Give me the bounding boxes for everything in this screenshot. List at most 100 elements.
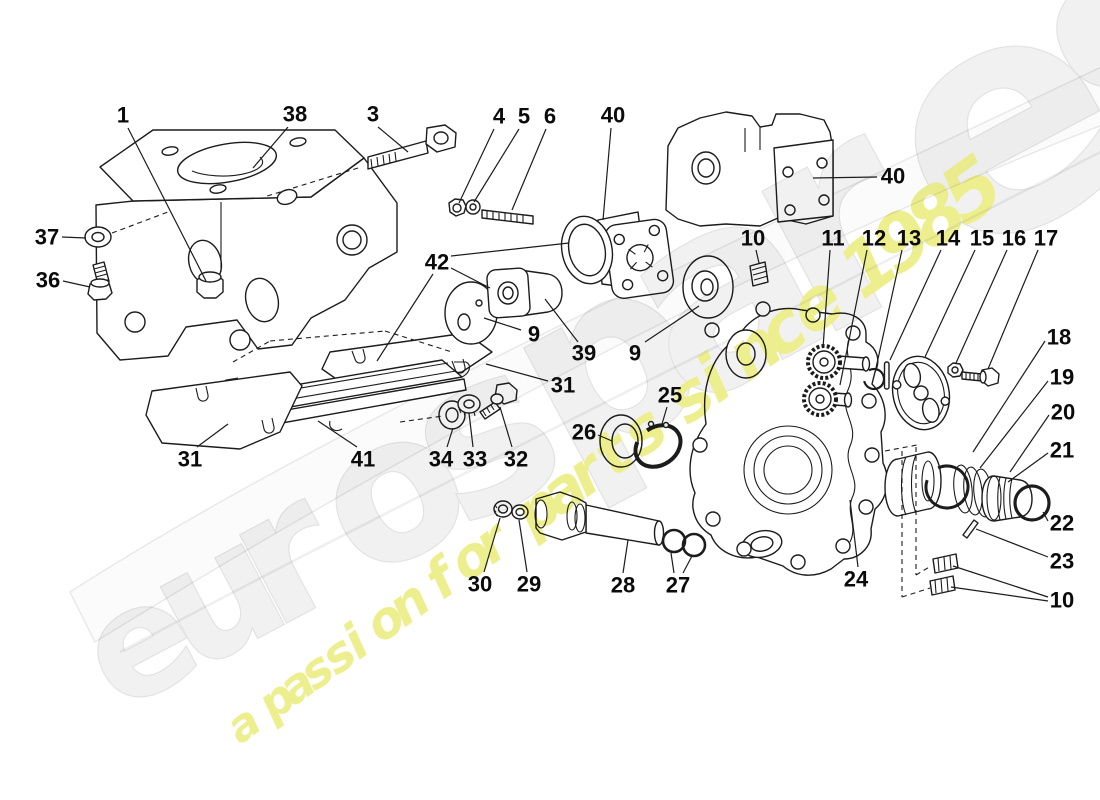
callout-24: 24	[844, 567, 869, 592]
callout-38: 38	[283, 102, 307, 127]
callout-18: 18	[1047, 325, 1071, 350]
callout-14: 14	[936, 226, 961, 251]
callout-25: 25	[658, 383, 682, 408]
gear-12-drawing	[802, 381, 853, 417]
callout-22: 22	[1050, 511, 1074, 536]
leader-line-21-0	[1007, 452, 1049, 483]
leader-line-10b-1	[950, 586, 1049, 602]
leader-line-10a-0	[755, 249, 760, 264]
circlip-19-drawing	[924, 464, 970, 510]
stud-6-drawing	[481, 209, 534, 225]
callout-39: 39	[572, 341, 596, 366]
leader-line-42-1	[450, 267, 491, 289]
leader-line-9b-0	[644, 305, 700, 343]
callout-28: 28	[611, 573, 635, 598]
washer-5-drawing	[465, 199, 481, 215]
leader-line-9a-0	[483, 317, 522, 331]
bolt-17-drawing	[961, 367, 1000, 387]
leader-line-25-0	[661, 406, 668, 425]
washer-37-drawing	[84, 226, 112, 248]
pipe-28-drawing	[534, 491, 665, 546]
leader-line-42-2	[376, 273, 434, 362]
leader-line-13-0	[875, 249, 903, 369]
callout-6: 6	[544, 104, 556, 129]
dashed-line-3	[232, 340, 271, 363]
callout-4: 4	[493, 104, 506, 129]
leader-line-42-0	[450, 242, 570, 257]
callout-26: 26	[572, 420, 596, 445]
callout-17: 17	[1034, 226, 1058, 251]
bolt-36-drawing	[87, 261, 113, 301]
leader-line-33-0	[468, 412, 474, 448]
callout-10a: 10	[741, 226, 765, 251]
leader-line-16-0	[955, 249, 1008, 364]
leader-line-18-0	[972, 340, 1046, 453]
callout-30: 30	[468, 572, 492, 597]
oring-22-drawing	[1013, 484, 1051, 522]
leader-line-41-0	[317, 420, 358, 448]
callout-31a: 31	[551, 373, 575, 398]
callout-23: 23	[1050, 549, 1074, 574]
plug-10-bottom-drawing	[929, 553, 959, 596]
dashed-line-1	[263, 167, 359, 198]
callout-34: 34	[429, 447, 454, 472]
bolt-3-drawing	[367, 124, 457, 170]
leader-line-20-0	[1009, 414, 1050, 473]
nut-16-drawing	[947, 362, 964, 378]
seal-9-drawing	[682, 255, 734, 319]
leader-line-10b-0	[952, 565, 1049, 598]
leader-line-32-0	[499, 406, 513, 448]
callout-33: 33	[463, 447, 487, 472]
callout-36: 36	[36, 268, 60, 293]
leader-line-17-0	[987, 249, 1039, 370]
callout-40b: 40	[881, 164, 905, 189]
leader-line-34-0	[446, 427, 454, 448]
mount-bracket-drawing	[95, 129, 398, 361]
nut-4-drawing	[448, 198, 467, 217]
callout-42: 42	[425, 250, 449, 275]
washer-33-drawing	[457, 394, 481, 417]
leader-line-26-0	[597, 434, 613, 442]
callout-29: 29	[517, 572, 541, 597]
spring-10-top-drawing	[749, 261, 769, 287]
leader-line-37-0	[61, 236, 87, 239]
leader-line-31b-0	[196, 423, 229, 448]
callout-5: 5	[518, 104, 530, 129]
leader-line-14-0	[889, 249, 942, 361]
washer-29-drawing	[511, 504, 529, 520]
bushing-39-drawing	[486, 267, 563, 319]
leader-line-27-1	[682, 555, 693, 574]
leader-line-29-0	[518, 519, 528, 573]
callout-3: 3	[367, 102, 379, 127]
callout-13: 13	[897, 226, 921, 251]
dashed-line-2	[399, 415, 444, 423]
callout-32: 32	[504, 447, 528, 472]
leader-line-12-0	[839, 249, 868, 386]
callout-9a: 9	[528, 322, 540, 347]
disc-9-drawing	[444, 281, 498, 345]
leader-line-1-0	[127, 127, 207, 282]
seal-26-drawing	[599, 414, 643, 468]
leader-line-28-0	[622, 539, 629, 574]
leader-line-3-0	[377, 126, 409, 153]
callout-31b: 31	[178, 447, 202, 472]
callout-37: 37	[35, 225, 59, 250]
circlip-13-drawing	[862, 367, 886, 391]
leader-lines	[61, 126, 1050, 602]
callout-21: 21	[1050, 438, 1074, 463]
piston-20-drawing	[981, 475, 1033, 522]
dashed-lines	[111, 167, 932, 598]
leader-line-31a-0	[485, 363, 549, 382]
leader-line-23-0	[975, 528, 1049, 558]
leader-line-36-0	[62, 280, 91, 288]
dashed-line-9	[901, 587, 931, 598]
leader-line-19-0	[979, 380, 1049, 469]
leader-line-30-0	[483, 517, 501, 573]
orings-27-drawing	[661, 528, 707, 558]
callout-41: 41	[351, 447, 375, 472]
swoosh-graphic	[69, 66, 1100, 654]
rotor-15-drawing	[891, 355, 951, 431]
pin-23-drawing	[962, 519, 979, 539]
